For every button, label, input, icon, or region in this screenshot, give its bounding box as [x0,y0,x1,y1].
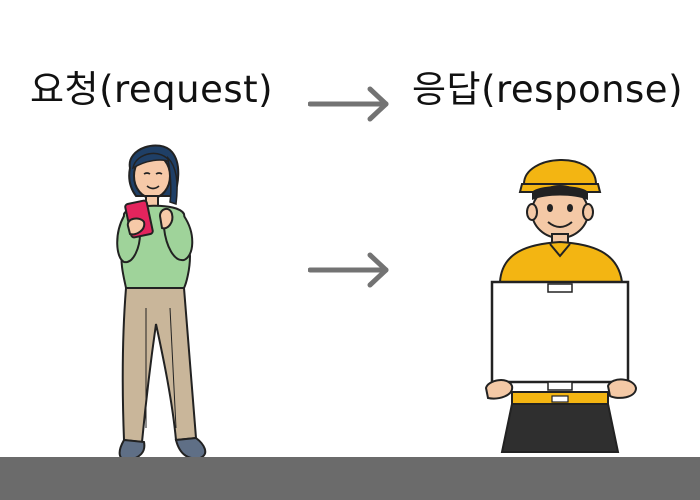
response-label: 응답(response) [412,68,684,111]
right-arrow-icon [308,86,389,122]
right-arrow-icon [308,252,389,288]
responder-illustration [484,159,638,453]
requester-illustration [116,144,207,462]
request-label: 요청(request) [30,68,274,111]
ground-bar [0,457,700,500]
